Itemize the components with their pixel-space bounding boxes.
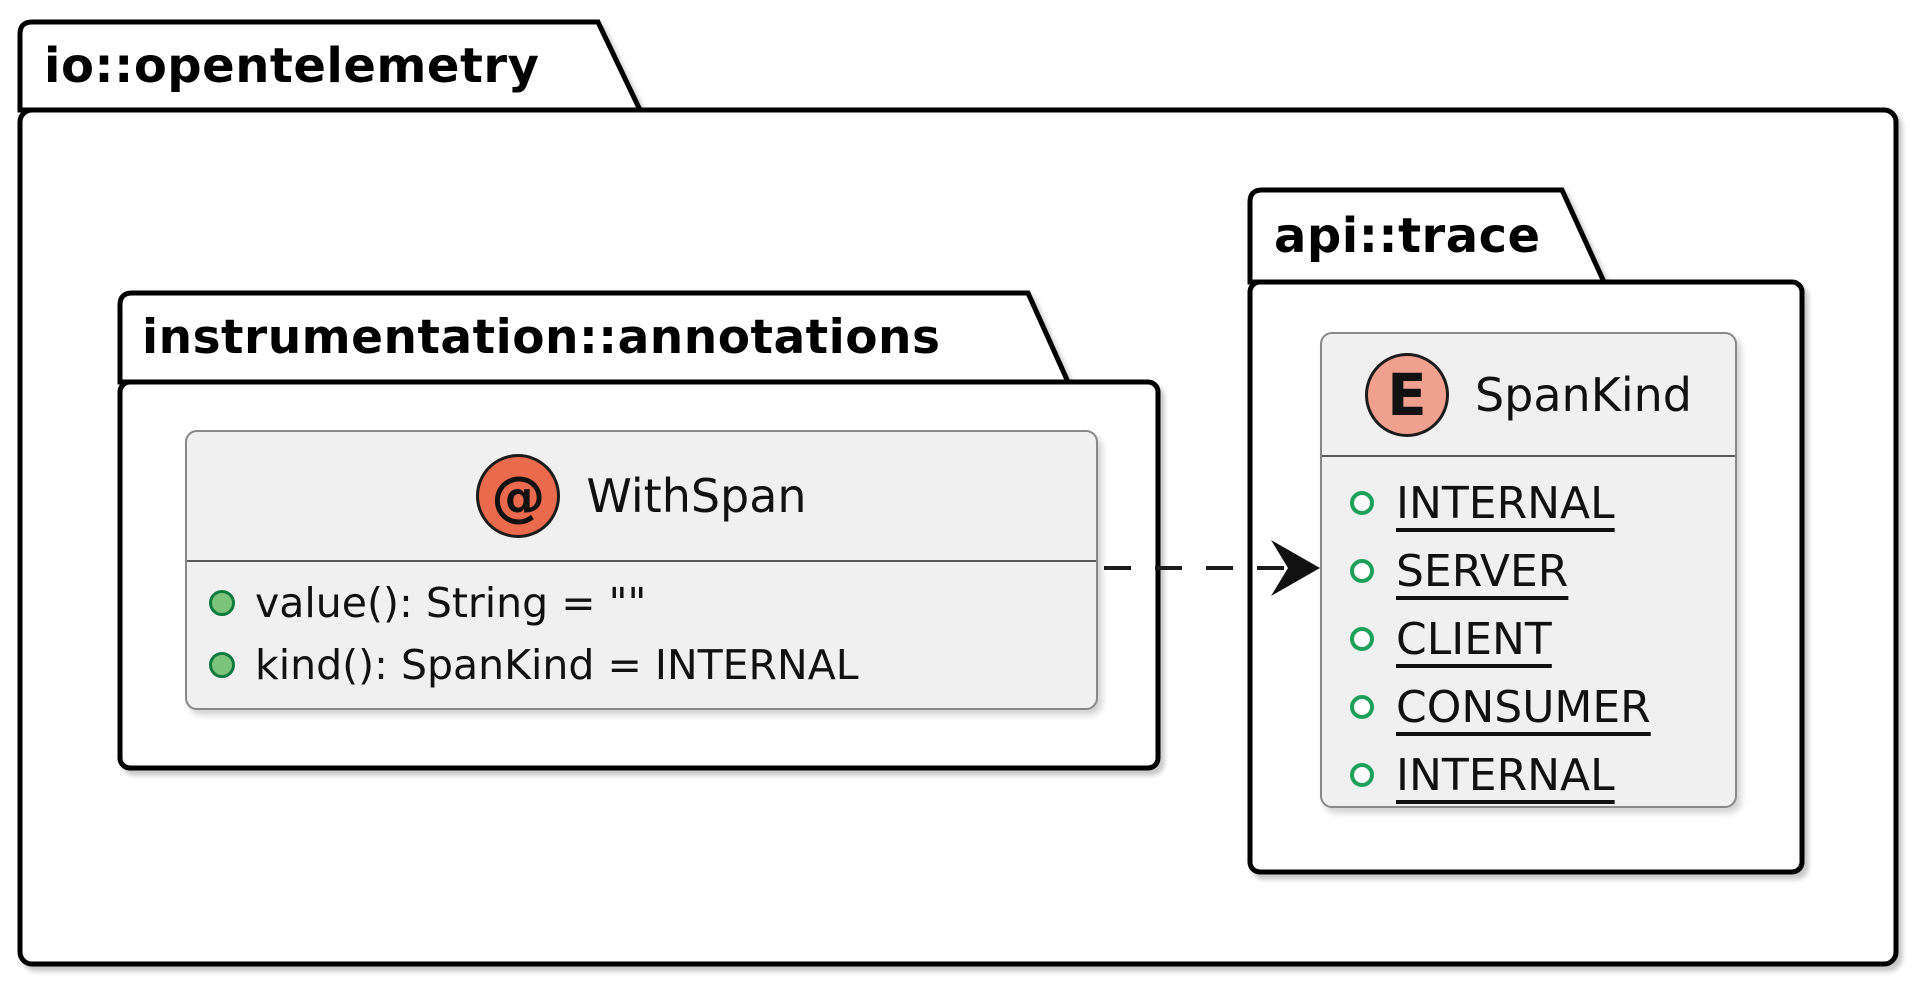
method-row: kind(): SpanKind = INTERNAL (209, 634, 1096, 696)
enum-constant-label: CONSUMER (1396, 681, 1651, 733)
method-visibility-icon (209, 652, 235, 678)
package-api-tab (1247, 187, 1608, 285)
class-withspan-header: @ WithSpan (187, 432, 1096, 562)
enum-constant-label: CLIENT (1396, 613, 1552, 665)
dependency-arrow (1104, 540, 1320, 596)
method-label: value(): String = "" (255, 579, 647, 627)
method-label: kind(): SpanKind = INTERNAL (255, 641, 859, 689)
enum-constant-icon (1350, 627, 1374, 651)
enum-constant-icon (1350, 559, 1374, 583)
annotation-spot-icon: @ (476, 454, 561, 538)
package-instrumentation-tab (117, 290, 1072, 385)
enum-constant-row: CONSUMER (1350, 673, 1735, 741)
enum-spankind-header: E SpanKind (1322, 334, 1735, 457)
class-withspan-title: WithSpan (586, 469, 807, 523)
enum-spankind-title: SpanKind (1474, 367, 1693, 422)
enum-constant-label: INTERNAL (1396, 749, 1615, 801)
enum-spot-icon: E (1364, 352, 1449, 437)
class-withspan: @ WithSpan value(): String = "" kind(): … (185, 430, 1098, 710)
enum-spankind: E SpanKind INTERNAL SERVER CLIENT CONSUM… (1320, 332, 1737, 808)
enum-constant-icon (1350, 491, 1374, 515)
enum-constant-row: CLIENT (1350, 605, 1735, 673)
class-withspan-members: value(): String = "" kind(): SpanKind = … (187, 562, 1096, 696)
method-visibility-icon (209, 590, 235, 616)
enum-constant-row: INTERNAL (1350, 741, 1735, 809)
enum-constant-icon (1350, 763, 1374, 787)
method-row: value(): String = "" (209, 572, 1096, 634)
enum-constant-label: INTERNAL (1396, 477, 1615, 529)
package-outer-tab (17, 19, 644, 113)
enum-constant-row: INTERNAL (1350, 469, 1735, 537)
package-outer-name: io::opentelemetry (44, 38, 540, 94)
package-instrumentation-name: instrumentation::annotations (142, 310, 941, 365)
enum-constant-row: SERVER (1350, 537, 1735, 605)
enum-spankind-members: INTERNAL SERVER CLIENT CONSUMER INTERNAL (1322, 457, 1735, 809)
arrowhead-icon (1271, 540, 1320, 596)
package-api-name: api::trace (1274, 208, 1541, 264)
enum-constant-icon (1350, 695, 1374, 719)
enum-constant-label: SERVER (1396, 545, 1569, 597)
